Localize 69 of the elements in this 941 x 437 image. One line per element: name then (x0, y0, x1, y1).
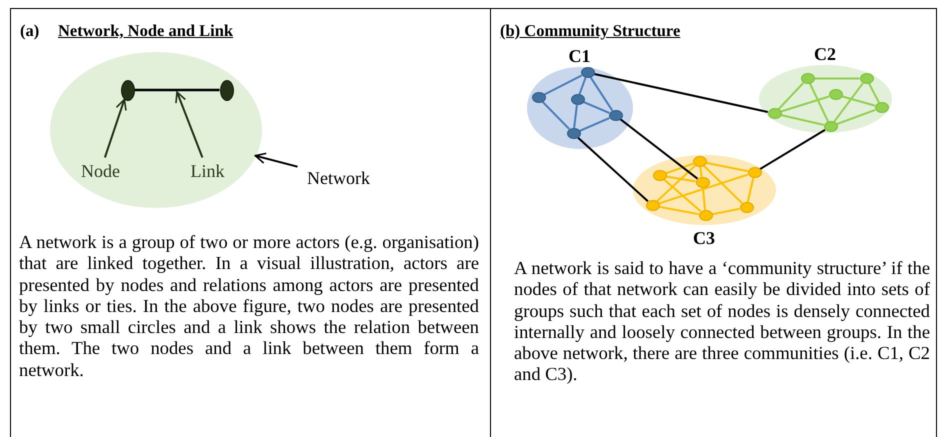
connector-line (746, 178, 754, 202)
arrow (104, 98, 127, 158)
connector-line (706, 162, 748, 172)
node-circle (532, 92, 546, 103)
panel (10, 8, 491, 437)
connector-line (699, 166, 703, 178)
connector-line (703, 165, 743, 204)
node-circle (698, 210, 712, 221)
description-text: A network is said to have a ‘community structure’ if the nodes of that network can easily be divided into sets of groups such that each set of nodes is densely connected internally and loosely connected between groups. In the above network, there are three communities (i.e. C1, C2 and C3). (514, 258, 930, 386)
connector-line (577, 136, 649, 202)
connector-line (590, 76, 614, 112)
panel-heading: (b) Community Structure (500, 21, 680, 41)
connector-line (666, 162, 694, 174)
node-circle (220, 80, 234, 100)
connector-line (814, 78, 860, 80)
connector-line (833, 82, 864, 122)
node-circle (874, 102, 888, 113)
connector-line (578, 77, 586, 95)
node-circle (580, 67, 594, 78)
connector-line (702, 188, 706, 210)
node-circle (566, 128, 580, 139)
panel (490, 8, 937, 437)
node-circle (860, 73, 874, 84)
connector-line (868, 83, 880, 103)
node-circle (652, 170, 666, 181)
node-circle (696, 177, 710, 188)
connector-line (659, 206, 699, 216)
panel-heading: Network, Node and Link (58, 21, 234, 41)
connector-line (664, 178, 702, 212)
node-circle (120, 80, 134, 100)
connector-line (778, 82, 804, 110)
community-label: C3 (692, 228, 716, 248)
connector-line (712, 208, 740, 216)
connector-line (620, 118, 698, 180)
connector-line (544, 74, 582, 96)
community-label: C2 (813, 44, 837, 64)
callout-label: Network (298, 164, 380, 190)
community-label: C1 (568, 46, 592, 66)
connector-line (573, 104, 578, 128)
node-circle (646, 200, 660, 211)
arrow (254, 152, 298, 168)
node-circle (800, 73, 814, 84)
connector-line (542, 101, 570, 130)
node-circle (740, 202, 754, 213)
connector-line (780, 114, 824, 126)
node-circle (828, 89, 842, 100)
node-circle (768, 108, 782, 119)
arrow (175, 91, 204, 158)
connector-line (780, 96, 830, 112)
connector-line (759, 129, 826, 170)
connector-line (579, 117, 610, 132)
panel-label: (a) (20, 21, 40, 41)
node-circle (824, 121, 838, 132)
node-circle (748, 167, 762, 178)
connector-line (842, 95, 876, 107)
link-line (134, 88, 220, 92)
callout-label: Link (184, 158, 232, 184)
connector-line (583, 101, 610, 114)
connector-line (666, 176, 696, 182)
description-text: A network is a group of two or more actors (e.g. organisation) that are linked together. In a visual illustration, actors are presented by nodes and relations among actors are presented by links or ties. In the above figure, two nodes are presented by two small circles and a link shows the relation between them. The two nodes and a link between them form a network. (19, 232, 479, 382)
node-circle (570, 94, 584, 105)
node-circle (608, 110, 622, 121)
callout-label: Node (76, 158, 126, 184)
connector-line (656, 164, 696, 202)
connector-line (836, 108, 876, 126)
node-circle (692, 156, 706, 167)
connector-line (658, 174, 748, 204)
connector-line (809, 83, 829, 122)
connector-line (594, 73, 768, 113)
